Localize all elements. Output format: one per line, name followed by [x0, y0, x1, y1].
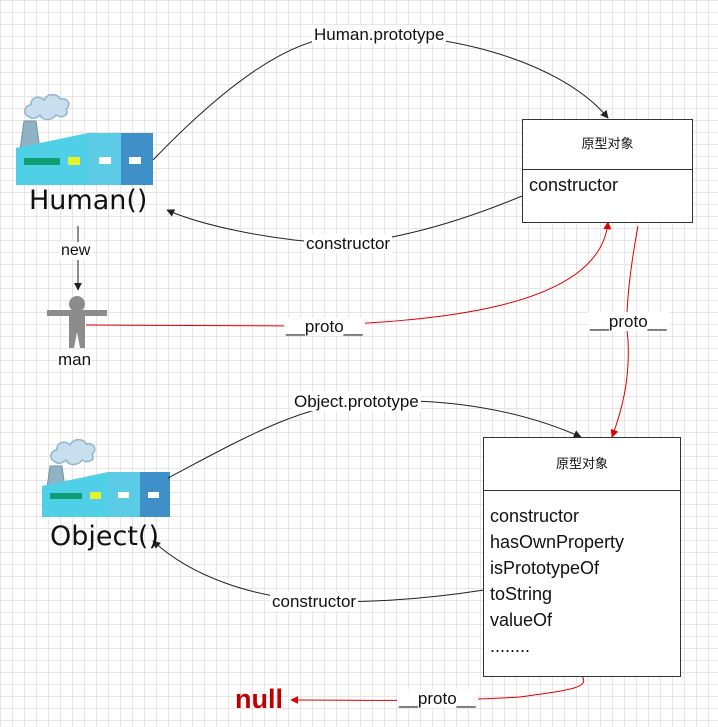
- human-prototype-proto-label: __proto__: [588, 312, 669, 331]
- person-icon: [47, 296, 107, 348]
- object-proto-label: __proto__: [397, 689, 478, 708]
- prototype-member: ........: [490, 636, 531, 656]
- new-label: new: [59, 242, 93, 260]
- instance-label: man: [57, 350, 93, 369]
- prototype-member: constructor: [529, 175, 619, 195]
- null-label: null: [235, 684, 283, 714]
- human-prototype-box: 原型对象 constructor: [522, 119, 693, 223]
- human-constructor-label: constructor: [304, 234, 393, 253]
- human-prototype-box-title: 原型对象: [523, 120, 692, 170]
- object-constructor-label: constructor: [270, 592, 359, 611]
- prototype-member: valueOf: [490, 610, 553, 630]
- factory-icon: [16, 93, 153, 185]
- prototype-member: hasOwnProperty: [490, 532, 625, 552]
- object-prototype-proto-link: [290, 675, 585, 705]
- object-prototype-label: Object.prototype: [292, 392, 421, 411]
- prototype-member: constructor: [490, 506, 580, 526]
- human-prototype-label: Human.prototype: [312, 25, 447, 44]
- instance-proto-label: __proto__: [284, 317, 365, 336]
- prototype-proto-link: [610, 225, 639, 438]
- prototype-member: toString: [490, 584, 553, 604]
- prototype-member: isPrototypeOf: [490, 558, 600, 578]
- object-prototype-box: 原型对象 constructor hasOwnProperty isProtot…: [483, 437, 681, 677]
- object-constructor-name: Object(): [50, 521, 160, 552]
- factory-icon: [42, 438, 170, 517]
- object-prototype-box-title: 原型对象: [484, 438, 680, 491]
- human-constructor-name: Human(): [29, 185, 148, 216]
